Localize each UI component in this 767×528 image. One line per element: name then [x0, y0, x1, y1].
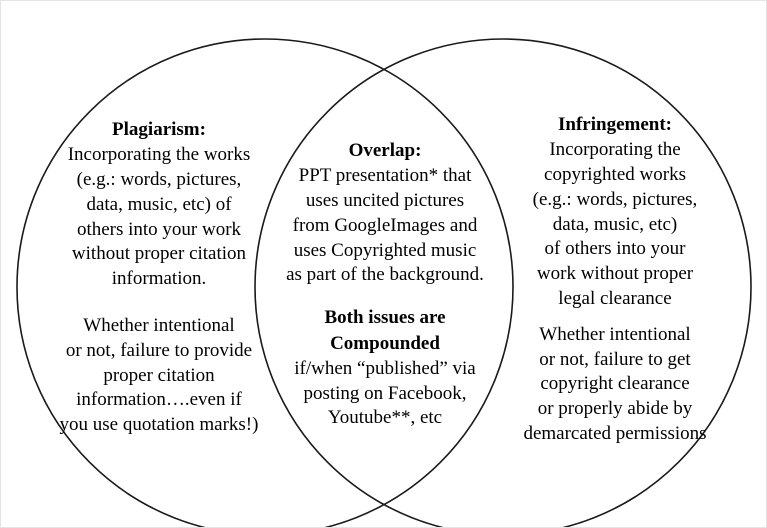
- plagiarism-body2-line-1: or not, failure to provide: [65, 339, 253, 361]
- overlap-body-line-1: uses uncited pictures: [305, 190, 465, 212]
- overlap-body-line-4: as part of the background.: [286, 264, 484, 286]
- infringement-body-line-0: Incorporating the: [549, 139, 681, 161]
- infringement-spacer: [497, 312, 733, 323]
- overlap-region: Overlap: PPT presentation* that uses unc…: [284, 139, 486, 431]
- infringement-body2-line-4: demarcated permissions: [523, 422, 707, 444]
- plagiarism-body-line-2: data, music, etc) of: [86, 193, 232, 215]
- infringement-heading: Infringement:: [558, 114, 672, 135]
- plagiarism-body2-line-4: you use quotation marks!): [59, 414, 259, 436]
- overlap-body-line-0: PPT presentation* that: [298, 165, 472, 187]
- infringement-body2-line-1: or not, failure to get: [539, 348, 691, 370]
- compounded-heading-line-1: Compounded: [330, 332, 440, 354]
- overlap-body-line-2: from GoogleImages and: [292, 214, 478, 236]
- infringement-body-line-1: copyrighted works: [544, 164, 686, 186]
- overlap-spacer: [284, 288, 486, 306]
- infringement-region: Infringement: Incorporating the copyrigh…: [497, 113, 733, 447]
- infringement-body2-line-3: or properly abide by: [537, 398, 693, 420]
- plagiarism-region: Plagiarism: Incorporating the works (e.g…: [35, 118, 283, 438]
- plagiarism-body-line-5: information.: [111, 268, 207, 290]
- compounded-body-line-1: posting on Facebook,: [303, 382, 467, 404]
- infringement-body2-line-2: copyright clearance: [540, 373, 690, 395]
- plagiarism-body-line-1: (e.g.: words, pictures,: [76, 169, 242, 191]
- compounded-body-line-0: if/when “published” via: [294, 357, 476, 379]
- plagiarism-body-line-0: Incorporating the works: [67, 144, 251, 166]
- overlap-heading: Overlap:: [348, 140, 422, 161]
- plagiarism-body-line-4: without proper citation: [71, 243, 247, 265]
- infringement-body2-line-0: Whether intentional: [539, 323, 691, 345]
- infringement-body-line-3: data, music, etc): [552, 213, 678, 235]
- plagiarism-body-line-3: others into your work: [76, 218, 242, 240]
- plagiarism-spacer: [35, 292, 283, 314]
- infringement-body-line-4: of others into your: [544, 238, 686, 260]
- plagiarism-circle: [16, 38, 514, 527]
- infringement-body-line-6: legal clearance: [558, 288, 672, 309]
- plagiarism-body2-line-0: Whether intentional: [83, 315, 235, 336]
- plagiarism-heading: Plagiarism:: [112, 119, 206, 140]
- plagiarism-body2-line-3: information….even if: [76, 389, 242, 411]
- infringement-body-line-2: (e.g.: words, pictures,: [532, 188, 698, 210]
- plagiarism-body2-line-2: proper citation: [103, 364, 215, 386]
- infringement-circle: [254, 38, 752, 527]
- overlap-body-line-3: uses Copyrighted music: [293, 239, 477, 261]
- compounded-heading-line-0: Both issues are: [324, 307, 446, 329]
- compounded-body-line-2: Youtube**, etc: [327, 407, 443, 429]
- infringement-body-line-5: work without proper: [536, 263, 694, 285]
